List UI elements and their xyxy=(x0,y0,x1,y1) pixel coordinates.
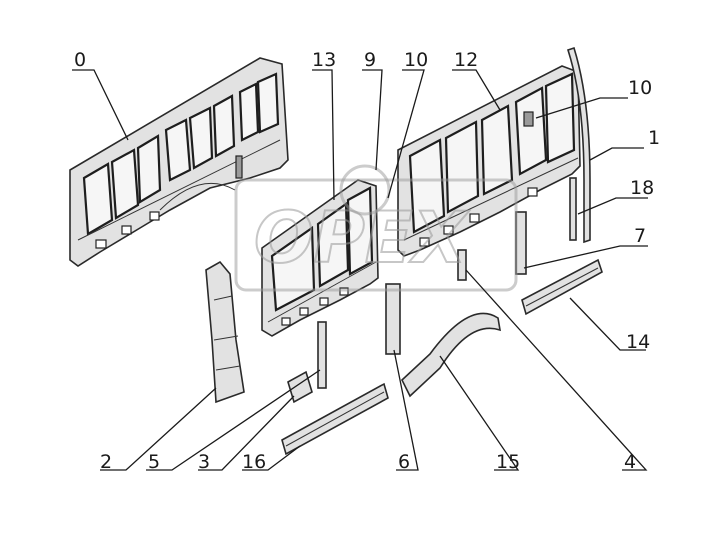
callout-2: 2 xyxy=(100,451,112,473)
part-0-side-panel xyxy=(69,57,289,267)
callout-9: 9 xyxy=(364,49,376,71)
callout-10: 10 xyxy=(628,77,652,99)
callout-labels: 0 13 9 10 12 10 1 18 7 14 2 5 3 16 6 15 … xyxy=(74,49,660,473)
callout-16: 16 xyxy=(242,451,266,473)
part-18-strip xyxy=(569,177,577,241)
callout-7: 7 xyxy=(634,225,646,247)
callout-4: 4 xyxy=(624,451,636,473)
callout-10: 10 xyxy=(404,49,428,71)
part-6-pillar xyxy=(385,283,401,355)
part-15-wheel-arch xyxy=(401,312,502,398)
callout-13: 13 xyxy=(312,49,336,71)
leader-lines xyxy=(72,69,648,471)
callout-6: 6 xyxy=(398,451,410,473)
callout-14: 14 xyxy=(626,331,650,353)
part-1-pillar xyxy=(566,46,591,244)
watermark-text: OPEX xyxy=(254,197,470,279)
part-3-bracket xyxy=(287,370,313,404)
callout-3: 3 xyxy=(198,451,210,473)
watermark-logo: OPEX xyxy=(234,164,518,292)
callout-15: 15 xyxy=(496,451,520,473)
part-4-strip xyxy=(457,249,467,281)
part-2-pillar xyxy=(205,260,245,404)
callout-0: 0 xyxy=(74,49,86,71)
callout-18: 18 xyxy=(630,177,654,199)
callout-5: 5 xyxy=(148,451,160,473)
callout-12: 12 xyxy=(454,49,478,71)
callout-1: 1 xyxy=(648,127,660,149)
part-5-strip xyxy=(317,321,327,389)
